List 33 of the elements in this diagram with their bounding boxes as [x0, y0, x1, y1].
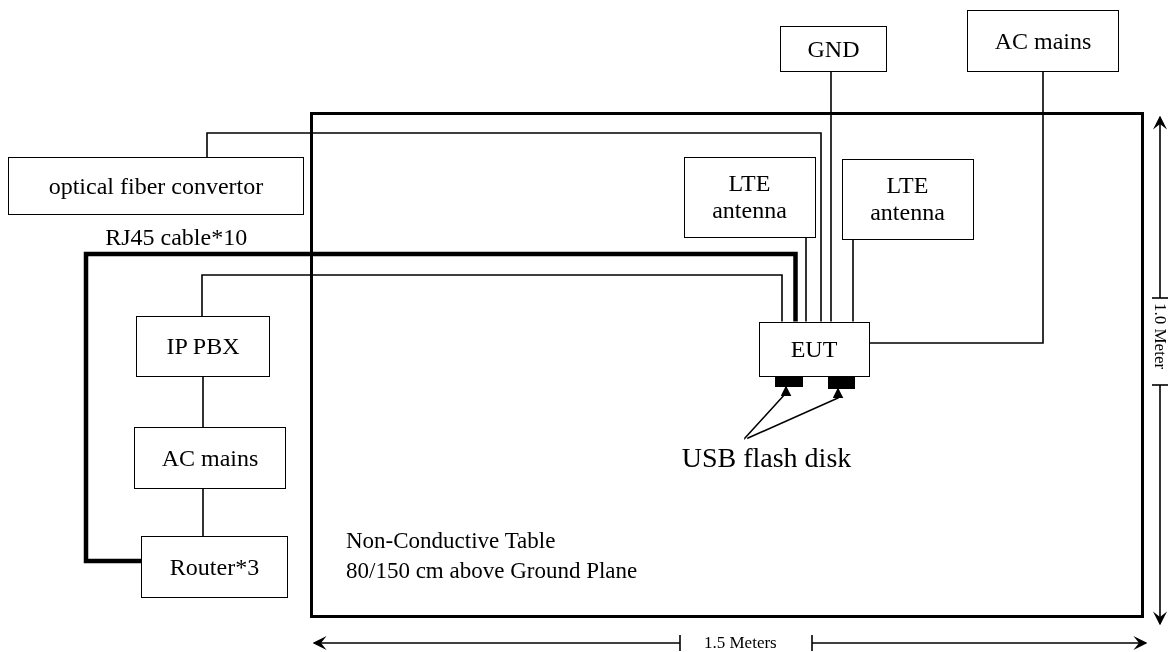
antenna-box	[841, 158, 974, 240]
cable-line	[202, 376, 204, 428]
leader-arrow	[747, 387, 844, 440]
box-label: LTE antenna	[711, 170, 788, 224]
ground-box	[780, 26, 887, 72]
leader-arrow	[744, 385, 792, 441]
table-outline	[310, 112, 1144, 618]
power-box	[967, 10, 1119, 72]
box-label: LTE antenna	[869, 172, 946, 226]
device-box	[136, 316, 270, 377]
box-label: AC mains	[994, 27, 1092, 55]
device-box	[141, 536, 288, 598]
table-label: Non-Conductive Table	[346, 527, 556, 555]
cable-line	[868, 71, 1044, 344]
device-box	[8, 157, 304, 215]
antenna-box	[683, 156, 816, 238]
box-label: Router*3	[169, 553, 260, 581]
cable-line	[83, 251, 798, 564]
power-box	[134, 427, 286, 489]
cable-line	[201, 274, 783, 323]
box-label: EUT	[790, 335, 838, 363]
cable-line	[206, 132, 822, 323]
box-label: IP PBX	[166, 333, 240, 360]
cable-line	[202, 488, 204, 537]
box-label: AC mains	[161, 444, 259, 472]
device-box	[758, 321, 870, 377]
cable-line	[852, 238, 854, 323]
cable-line	[830, 71, 832, 323]
callout-label: USB flash disk	[681, 444, 852, 471]
box-label: GND	[807, 35, 860, 63]
table-label: 80/150 cm above Ground Plane	[346, 557, 638, 585]
cable-line	[805, 236, 807, 323]
box-label: optical fiber convertor	[48, 172, 264, 200]
